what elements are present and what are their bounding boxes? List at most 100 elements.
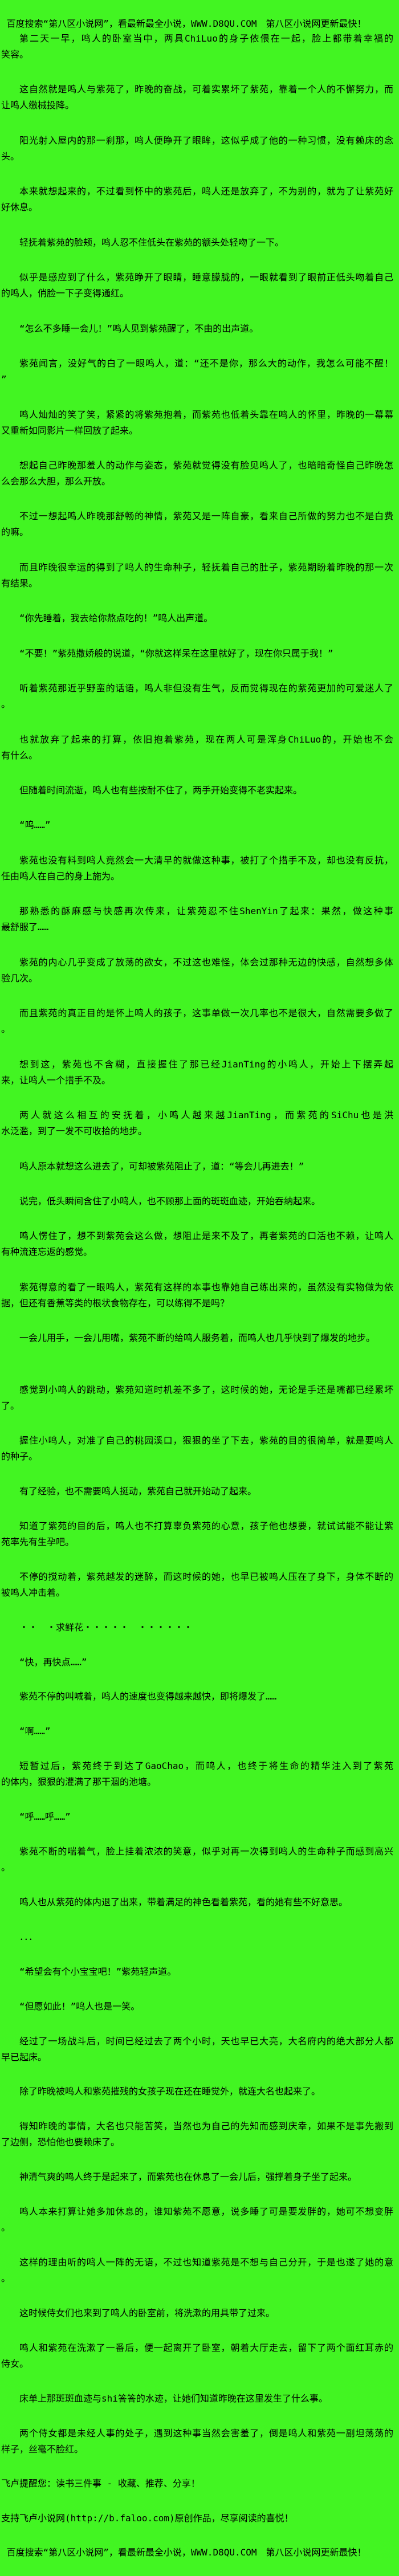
text-line: 据，但还有香蕉等类的根状食物存在，可以练得不是吗？	[1, 1297, 230, 1309]
paragraph: 紫苑不停的叫喊着，鸣人的速度也变得越来越快，即将爆发了……	[1, 1689, 393, 1705]
paragraph: 短暂过后，紫苑终于到达了GaoChao，而鸣人，也终于将生命的精华注入到了紫苑的…	[1, 1758, 393, 1790]
text-line: 水泛滥，到了一发不可收拾的地步。	[1, 1126, 148, 1137]
text-line: 侍女。	[1, 2358, 29, 2369]
text-line: “但愿如此！”鸣人也是一笑。	[19, 2000, 140, 2012]
paragraph: 似乎是感应到了什么，紫苑睁开了眼睛，睡意朦胧的，一眼就看到了眼前正低头吻着自己的…	[1, 270, 393, 301]
text-line: 的鸣人，俏脸一下子变得通红。	[1, 288, 129, 299]
paragraph: 神清气爽的鸣人终于是起来了，而紫苑也在休息了一会儿后，强撑着身子坐了起来。	[1, 2169, 393, 2185]
paragraph: ．．．	[1, 1929, 393, 1945]
text-line: 的种子。	[1, 1451, 38, 1462]
paragraph: 紫苑得意的看了一眼鸣人，紫苑有这样的本事也靠她自己练出来的，虽然没有实物做为依据…	[1, 1279, 393, 1311]
paragraph: 除了昨晚被鸣人和紫苑摧残的女孩子现在还在睡觉外，就连大名也起来了。	[1, 2084, 393, 2100]
paragraph: 经过了一场战斗后，时间已经过去了两个小时，天也早已大亮，大名府内的绝大部分人都早…	[1, 2033, 393, 2065]
paragraph: 鸣人愣住了，想不到紫苑会这么做，想阻止是来不及了，再者紫苑的口活也不赖，让鸣人有…	[1, 1228, 393, 1260]
text-line: 紫苑不断的喘着气，脸上挂着浓浓的笑意，似乎对再一次得到鸣人的生命种子而感到高兴	[19, 1846, 393, 1857]
text-line: 这时候侍女们也来到了鸣人的卧室前，将洗漱的用具带了过来。	[19, 2307, 275, 2318]
paragraph: 握住小鸣人，对准了自己的桃园溪口，狠狠的坐了下去，紫苑的目的很简单，就是要鸣人的…	[1, 1433, 393, 1465]
text-line: 紫苑也没有料到鸣人竟然会一大清早的就做这种事，被打了个措手不及，却也没有反抗，	[19, 854, 393, 866]
promo-header: 百度搜索“第八区小说网”，看最新最全小说，WWW.D8QU.COM 第八区小说网…	[1, 17, 393, 31]
paragraph: 这样的理由听的鸣人一阵的无语，不过也知道紫苑是不想与自己分开，于是也遂了她的意。	[1, 2255, 393, 2286]
text-line: 紫苑的内心几乎变成了放荡的欲女，不过这也难怪，体会过那种无边的快感，自然想多体	[19, 956, 393, 968]
text-line: 。	[1, 1862, 11, 1873]
text-line: 。	[1, 1024, 11, 1035]
novel-text: 百度搜索“第八区小说网”，看最新最全小说，WWW.D8QU.COM 第八区小说网…	[1, 17, 393, 2559]
paragraph: “快，再快点……”	[1, 1654, 393, 1670]
paragraph: “呼……呼……”	[1, 1809, 393, 1825]
text-line: 最舒服了……	[1, 922, 49, 933]
paragraph: 鸣人本来打算让她多加休息的，谁知紫苑不愿意，说多睡了可是要发胖的，她可不想变胖。	[1, 2204, 393, 2236]
text-line: “怎么不多睡一会儿！”鸣人见到紫苑醒了，不由的出声道。	[19, 323, 259, 334]
text-line: 紫苑不停的叫喊着，鸣人的速度也变得越来越快，即将爆发了……	[19, 1691, 277, 1702]
paragraph: 而且昨晚很幸运的得到了鸣人的生命种子，轻抚着自己的肚子，紫苑期盼着昨晚的那一次有…	[1, 560, 393, 592]
text-line: 但随着时间流逝，鸣人也有些按耐不住了，两手开始变得不老实起来。	[19, 785, 303, 796]
text-line: 样子，丝毫不脸红。	[1, 2443, 84, 2455]
paragraph: 紫苑也没有料到鸣人竟然会一大清早的就做这种事，被打了个措手不及，却也没有反抗， 任…	[1, 853, 393, 885]
text-line: 验几次。	[1, 972, 38, 984]
paragraph: 但随着时间流逝，鸣人也有些按耐不住了，两手开始变得不老实起来。	[1, 782, 393, 798]
paragraph: 有了经验，也不需要鸣人挺动，紫苑自己就开始动了起来。	[1, 1483, 393, 1499]
paragraph: 这时候侍女们也来到了鸣人的卧室前，将洗漱的用具带了过来。	[1, 2305, 393, 2321]
faloo-support: 支持飞卢小说网(http://b.faloo.com)原创作品，尽享阅读的喜悦！	[1, 2510, 393, 2526]
paragraph: “啊……”	[1, 1723, 393, 1739]
text-line: 了。	[1, 1400, 20, 1412]
text-line: 鸣人也从紫苑的体内退了出来，带着满足的神色看着紫苑，看的她有些不好意思。	[19, 1896, 348, 1907]
promo-footer: 百度搜索“第八区小说网”，看最新最全小说，WWW.D8QU.COM 第八区小说网…	[1, 2545, 393, 2559]
paragraph: 本来就想起来的，不过看到怀中的紫苑后，鸣人还是放弃了，不为别的，就为了让紫苑好好…	[1, 184, 393, 215]
text-line: 的体内，狠狠的灌满了那干涸的池塘。	[1, 1776, 157, 1788]
paragraph: 第二天一早，鸣人的卧室当中，两具ChiLuo的身子依偎在一起，脸上都带着幸福的笑…	[1, 31, 393, 63]
text-line: 。	[1, 2272, 11, 2284]
text-line: 两人就这么相互的安抚着，小鸣人越来越JianTing，而紫苑的SiChu也是洪	[19, 1110, 393, 1121]
text-line: 有什么。	[1, 749, 38, 761]
paragraph: 那熟悉的酥麻感与快感再次传来，让紫苑忍不住ShenYin了起来：果然，做这种事最…	[1, 903, 393, 935]
text-line: 一会儿用手，一会儿用嘴，紫苑不断的给鸣人服务着，而鸣人也几乎快到了爆发的地步。	[19, 1332, 376, 1344]
text-line: ”	[1, 374, 7, 385]
text-line: 笑容。	[1, 49, 29, 60]
paragraph: 鸣人和紫苑在洗漱了一番后，便一起离开了卧室，朝着大厅走去，留下了两个面红耳赤的侍…	[1, 2340, 393, 2372]
text-line: 似乎是感应到了什么，紫苑睁开了眼睛，睡意朦胧的，一眼就看到了眼前正低头吻着自己	[19, 272, 393, 283]
text-line: 这样的理由听的鸣人一阵的无语，不过也知道紫苑是不想与自己分开，于是也遂了她的意	[19, 2256, 393, 2268]
text-line: 早已起床。	[1, 2051, 47, 2063]
text-line: 感觉到小鸣人的跳动，紫苑知道时机差不多了，这时候的她，无论是手还是嘴都已经累坏	[19, 1384, 393, 1396]
text-line: 鸣人愣住了，想不到紫苑会这么做，想阻止是来不及了，再者紫苑的口活也不赖，让鸣人	[19, 1230, 393, 1242]
text-line: 有种流连忘返的感觉。	[1, 1246, 93, 1258]
paragraph: “希望会有个小宝宝吧！”紫苑轻声道。	[1, 1964, 393, 1980]
text-line: 飞卢提醒您：读书三件事 - 收藏、推荐、分享！	[1, 2478, 200, 2489]
paragraph: 紫苑不断的喘着气，脸上挂着浓浓的笑意，似乎对再一次得到鸣人的生命种子而感到高兴。	[1, 1844, 393, 1876]
text-line: 而且紫苑的真正目的是怀上鸣人的孩子，这事单做一次几率也不是很大，自然需要多做了	[19, 1008, 393, 1019]
text-line: “呜……”	[19, 820, 51, 831]
text-line: 不停的搅动着，紫苑越发的迷醉，而这时候的她，也早已被鸣人压在了身下，身体不断的	[19, 1571, 393, 1582]
text-line: 百度搜索“第八区小说网”，看最新最全小说，WWW.D8QU.COM 第八区小说网…	[1, 2547, 367, 2558]
text-line: “快，再快点……”	[19, 1656, 87, 1668]
text-line: 又重新如同影片一样回放了起来。	[1, 425, 139, 436]
text-line: 被鸣人冲击着。	[1, 1587, 66, 1598]
paragraph: 也就放弃了起来的打算，依旧抱着紫苑，现在两人可是浑身ChiLuo的，开始也不会有…	[1, 732, 393, 764]
paragraph: 得知昨晚的事情，大名也只能苦笑，当然也为自己的先知而感到庆幸，如果不是事先搬到了…	[1, 2118, 393, 2150]
paragraph: 鸣人也从紫苑的体内退了出来，带着满足的神色看着紫苑，看的她有些不好意思。	[1, 1894, 393, 1910]
text-line: 第二天一早，鸣人的卧室当中，两具ChiLuo的身子依偎在一起，脸上都带着幸福的	[19, 33, 393, 44]
paragraph: “怎么不多睡一会儿！”鸣人见到紫苑醒了，不由的出声道。	[1, 321, 393, 337]
text-line: 而且昨晚很幸运的得到了鸣人的生命种子，轻抚着自己的肚子，紫苑期盼着昨晚的那一次	[19, 561, 393, 573]
text-line: 任由鸣人在自己的身上施为。	[1, 870, 120, 882]
text-line: 紫苑闻言，没好气的白了一眼鸣人，道：“还不是你，那么大的动作，我怎么可能不醒！	[19, 358, 393, 369]
text-line: 经过了一场战斗后，时间已经过去了两个小时，天也早已大亮，大名府内的绝大部分人都	[19, 2035, 393, 2047]
paragraph: 知道了紫苑的目的后，鸣人也不打算辜负紫苑的心意，孩子他也想要，就试试能不能让紫苑…	[1, 1518, 393, 1550]
text-line: 紫苑得意的看了一眼鸣人，紫苑有这样的本事也靠她自己练出来的，虽然没有实物做为依	[19, 1281, 393, 1293]
faloo-reminder: 飞卢提醒您：读书三件事 - 收藏、推荐、分享！	[1, 2476, 393, 2492]
paragraph: 而且紫苑的真正目的是怀上鸣人的孩子，这事单做一次几率也不是很大，自然需要多做了。	[1, 1005, 393, 1037]
text-line: “啊……”	[19, 1726, 51, 1737]
text-line: 好休息。	[1, 202, 38, 213]
text-line: 也就放弃了起来的打算，依旧抱着紫苑，现在两人可是浑身ChiLuo的，开始也不会	[19, 733, 393, 745]
text-line: “你先睡着，我去给你熬点吃的！”鸣人出声道。	[19, 613, 213, 624]
text-line: 的嘛。	[1, 527, 29, 538]
paragraph: 听着紫苑那近乎野蛮的话语，鸣人非但没有生气，反而觉得现在的紫苑更加的可爱迷人了。	[1, 680, 393, 712]
paragraph: 想到这，紫苑也不含糊，直接握住了那已经JianTing的小鸣人，开始上下摆弄起来…	[1, 1057, 393, 1089]
paragraph: 两人就这么相互的安抚着，小鸣人越来越JianTing，而紫苑的SiChu也是洪水…	[1, 1107, 393, 1139]
text-line: 有结果。	[1, 577, 38, 589]
paragraph: 阳光射入屋内的那一刹那，鸣人便睁开了眼眸，这似乎成了他的一种习惯，没有赖床的念头…	[1, 133, 393, 165]
text-line: “呼……呼……”	[19, 1811, 71, 1823]
text-line: 不过一想起鸣人昨晚那舒畅的神情，紫苑又是一阵自豪，看来自己所做的努力也不是白费	[19, 511, 393, 522]
paragraph: “你先睡着，我去给你熬点吃的！”鸣人出声道。	[1, 610, 393, 626]
text-line: 得知昨晚的事情，大名也只能苦笑，当然也为自己的先知而感到庆幸，如果不是事先搬到	[19, 2121, 393, 2132]
paragraph: 紫苑的内心几乎变成了放荡的欲女，不过这也难怪，体会过那种无边的快感，自然想多体验…	[1, 955, 393, 987]
text-line: 。	[1, 699, 11, 710]
